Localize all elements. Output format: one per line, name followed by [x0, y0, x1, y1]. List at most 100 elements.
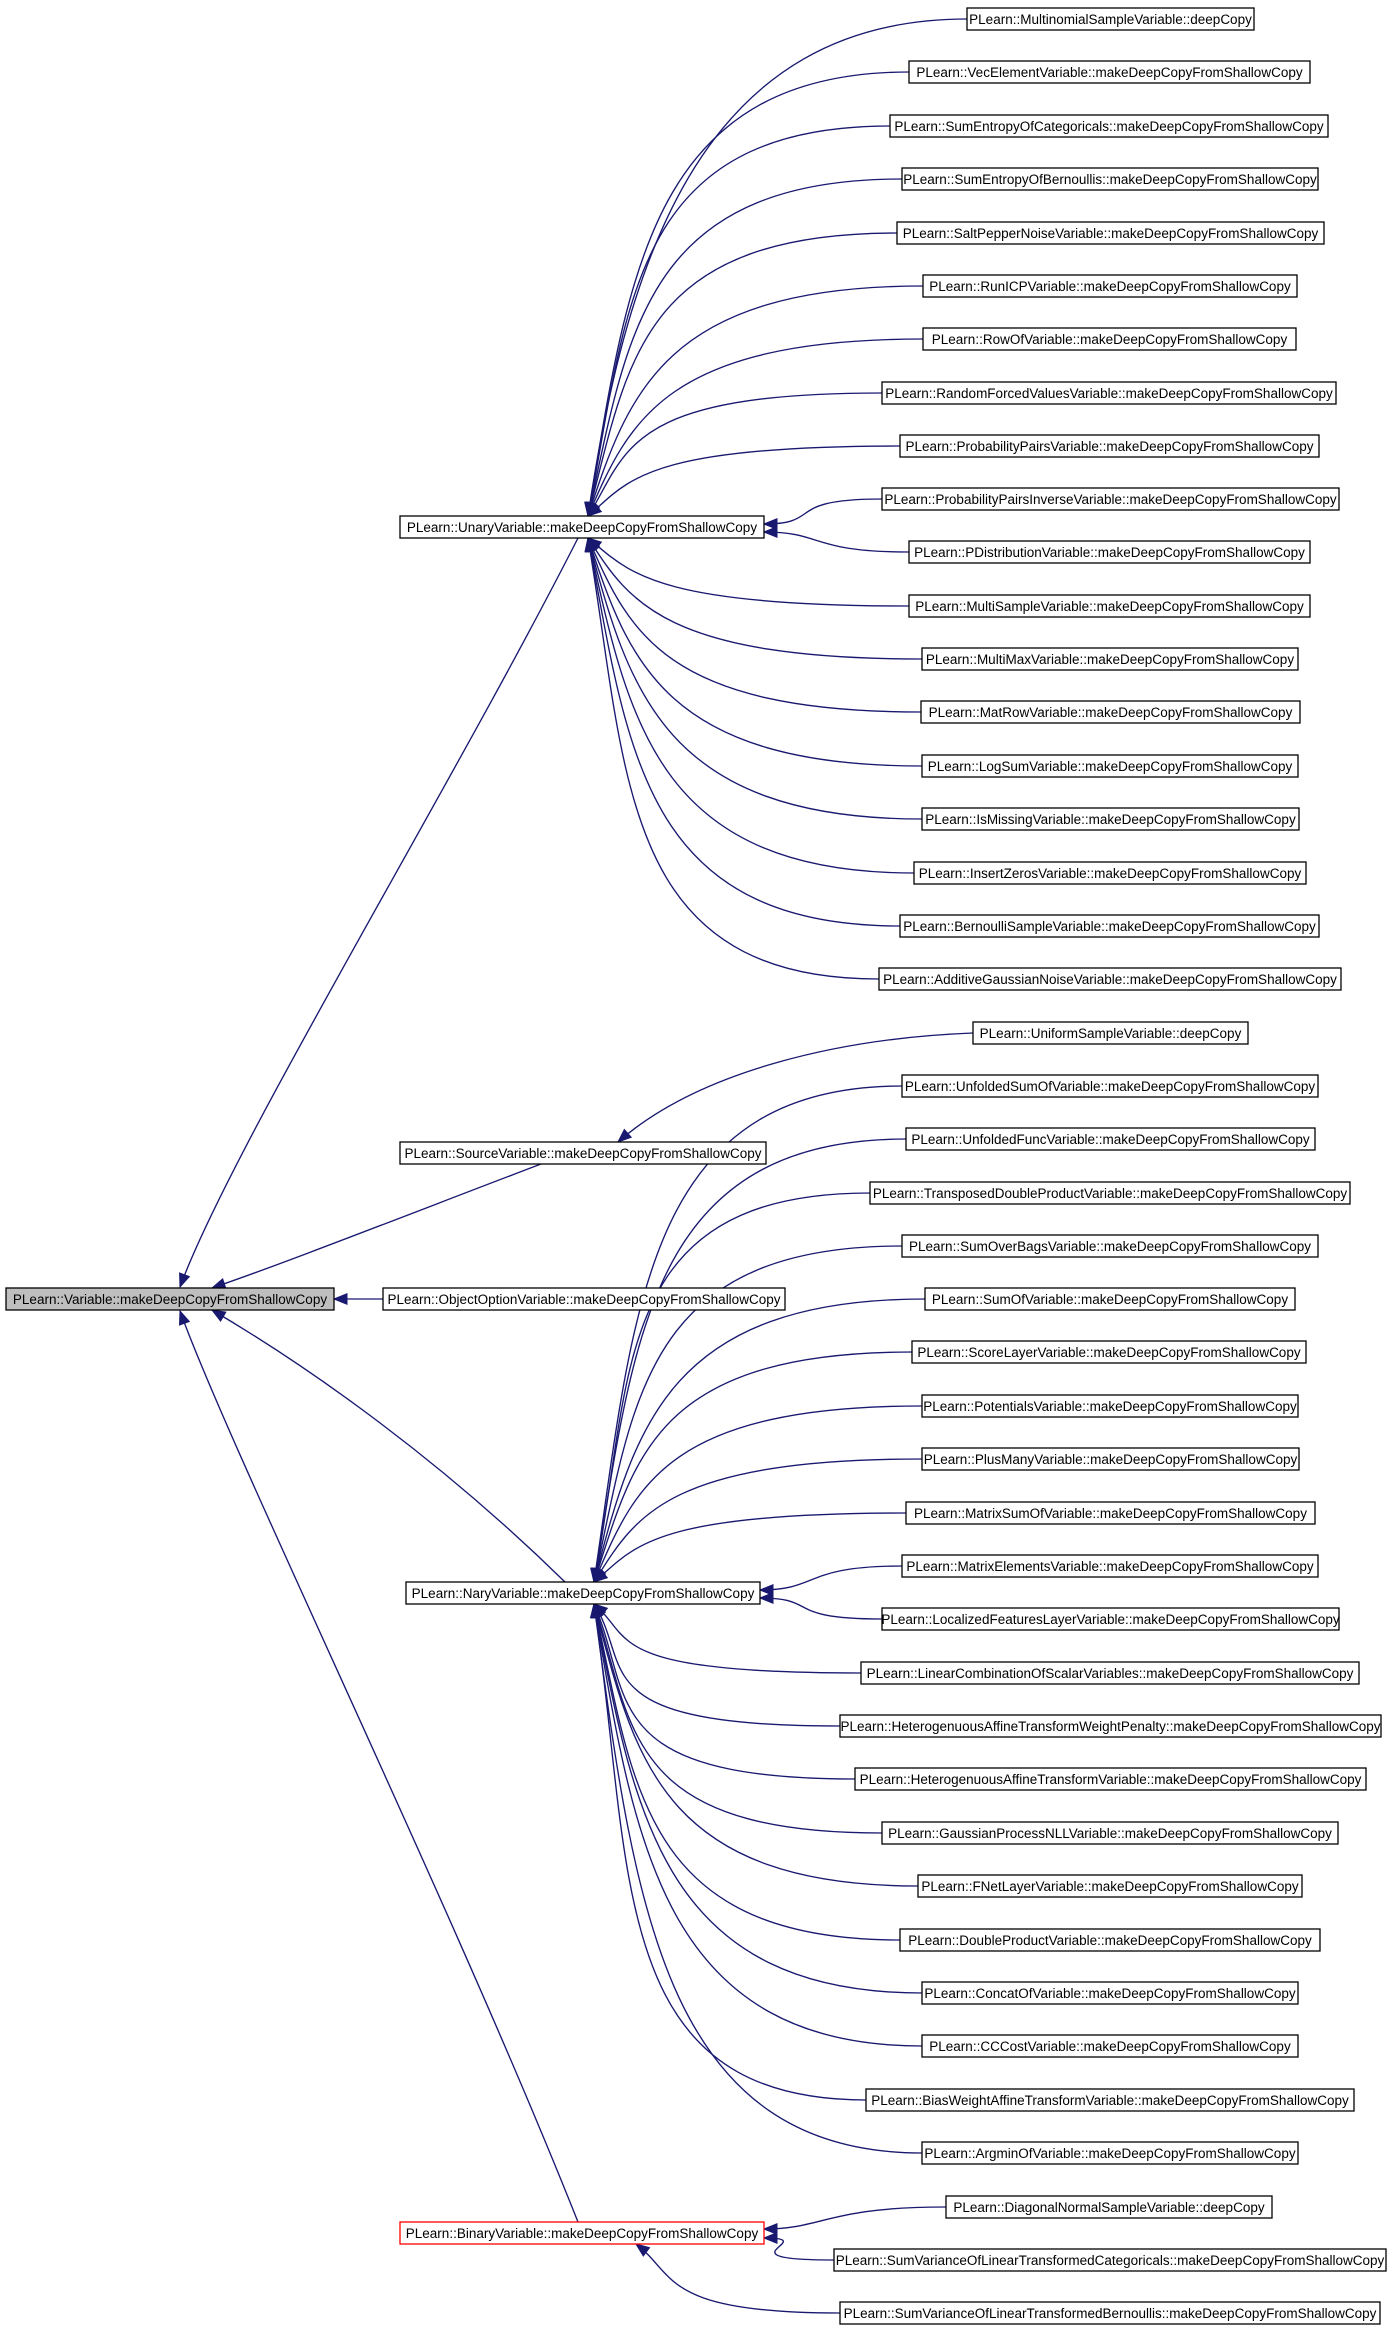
- graph-nodes: PLearn::Variable::makeDeepCopyFromShallo…: [5, 7, 1387, 2325]
- parent-node-nary[interactable]: PLearn::NaryVariable::makeDeepCopyFromSh…: [405, 1581, 761, 1605]
- child-node-bias-weight-affine-transform-variable-make-deep-copy-from-shallow-copy-label: PLearn::BiasWeightAffineTransformVariabl…: [871, 2093, 1349, 2108]
- parent-node-unary-label: PLearn::UnaryVariable::makeDeepCopyFromS…: [407, 520, 757, 535]
- child-node-insert-zeros-variable-make-deep-copy-from-shallow-copy-label: PLearn::InsertZerosVariable::makeDeepCop…: [919, 866, 1302, 881]
- child-node-concat-of-variable-make-deep-copy-from-shallow-copy[interactable]: PLearn::ConcatOfVariable::makeDeepCopyFr…: [921, 1981, 1299, 2005]
- child-node-unfolded-func-variable-make-deep-copy-from-shallow-copy-label: PLearn::UnfoldedFuncVariable::makeDeepCo…: [911, 1132, 1309, 1147]
- child-node-double-product-variable-make-deep-copy-from-shallow-copy[interactable]: PLearn::DoubleProductVariable::makeDeepC…: [899, 1928, 1321, 1952]
- parent-node-source[interactable]: PLearn::SourceVariable::makeDeepCopyFrom…: [399, 1141, 767, 1165]
- child-node-heterogenuous-affine-transform-variable-make-deep-copy-from-shallow-copy-label: PLearn::HeterogenuousAffineTransformVari…: [860, 1772, 1362, 1787]
- child-node-fnet-layer-variable-make-deep-copy-from-shallow-copy-label: PLearn::FNetLayerVariable::makeDeepCopyF…: [921, 1879, 1298, 1894]
- child-node-row-of-variable-make-deep-copy-from-shallow-copy[interactable]: PLearn::RowOfVariable::makeDeepCopyFromS…: [922, 327, 1297, 351]
- child-node-unfolded-sum-of-variable-make-deep-copy-from-shallow-copy[interactable]: PLearn::UnfoldedSumOfVariable::makeDeepC…: [901, 1074, 1319, 1098]
- child-node-transposed-double-product-variable-make-deep-copy-from-shallow-copy-label: PLearn::TransposedDoubleProductVariable:…: [873, 1186, 1347, 1201]
- child-node-bias-weight-affine-transform-variable-make-deep-copy-from-shallow-copy[interactable]: PLearn::BiasWeightAffineTransformVariabl…: [865, 2088, 1355, 2112]
- child-node-matrix-elements-variable-make-deep-copy-from-shallow-copy[interactable]: PLearn::MatrixElementsVariable::makeDeep…: [901, 1554, 1319, 1578]
- child-node-bernoulli-sample-variable-make-deep-copy-from-shallow-copy[interactable]: PLearn::BernoulliSampleVariable::makeDee…: [899, 914, 1320, 938]
- root-node-variable-label: PLearn::Variable::makeDeepCopyFromShallo…: [13, 1292, 327, 1307]
- child-node-potentials-variable-make-deep-copy-from-shallow-copy-label: PLearn::PotentialsVariable::makeDeepCopy…: [923, 1399, 1297, 1414]
- child-node-heterogenuous-affine-transform-variable-make-deep-copy-from-shallow-copy[interactable]: PLearn::HeterogenuousAffineTransformVari…: [854, 1767, 1367, 1791]
- parent-node-binary[interactable]: PLearn::BinaryVariable::makeDeepCopyFrom…: [399, 2221, 765, 2245]
- child-node-multi-max-variable-make-deep-copy-from-shallow-copy[interactable]: PLearn::MultiMaxVariable::makeDeepCopyFr…: [921, 647, 1299, 671]
- child-node-run-icpvariable-make-deep-copy-from-shallow-copy[interactable]: PLearn::RunICPVariable::makeDeepCopyFrom…: [922, 274, 1298, 298]
- edge-vec-element-variable-make-deep-copy-from-shallow-copy-to-unary: [584, 71, 910, 518]
- child-node-sum-over-bags-variable-make-deep-copy-from-shallow-copy[interactable]: PLearn::SumOverBagsVariable::makeDeepCop…: [901, 1234, 1319, 1258]
- child-node-localized-features-layer-variable-make-deep-copy-from-shallow-copy-label: PLearn::LocalizedFeaturesLayerVariable::…: [881, 1612, 1339, 1627]
- child-node-sum-of-variable-make-deep-copy-from-shallow-copy[interactable]: PLearn::SumOfVariable::makeDeepCopyFromS…: [924, 1287, 1296, 1311]
- child-node-probability-pairs-inverse-variable-make-deep-copy-from-shallow-copy-label: PLearn::ProbabilityPairsInverseVariable:…: [884, 492, 1336, 507]
- child-node-log-sum-variable-make-deep-copy-from-shallow-copy-label: PLearn::LogSumVariable::makeDeepCopyFrom…: [928, 759, 1293, 774]
- edge-plus-many-variable-make-deep-copy-from-shallow-copy-to-nary: [593, 1458, 923, 1584]
- edge-heterogenuous-affine-transform-variable-make-deep-copy-from-shallow-copy-to-nary: [593, 1602, 856, 1780]
- child-node-fnet-layer-variable-make-deep-copy-from-shallow-copy[interactable]: PLearn::FNetLayerVariable::makeDeepCopyF…: [917, 1874, 1303, 1898]
- child-node-probability-pairs-variable-make-deep-copy-from-shallow-copy-label: PLearn::ProbabilityPairsVariable::makeDe…: [906, 439, 1314, 454]
- edge-heterogenuous-affine-transform-weight-penalty-make-deep-copy-from-shallow-copy-to-nary: [593, 1602, 841, 1727]
- child-node-vec-element-variable-make-deep-copy-from-shallow-copy-label: PLearn::VecElementVariable::makeDeepCopy…: [916, 65, 1302, 80]
- edge-row-of-variable-make-deep-copy-from-shallow-copy-to-unary: [587, 338, 924, 518]
- child-node-plus-many-variable-make-deep-copy-from-shallow-copy[interactable]: PLearn::PlusManyVariable::makeDeepCopyFr…: [921, 1447, 1300, 1471]
- child-node-log-sum-variable-make-deep-copy-from-shallow-copy[interactable]: PLearn::LogSumVariable::makeDeepCopyFrom…: [921, 754, 1299, 778]
- child-node-insert-zeros-variable-make-deep-copy-from-shallow-copy[interactable]: PLearn::InsertZerosVariable::makeDeepCop…: [913, 861, 1307, 885]
- edge-run-icpvariable-make-deep-copy-from-shallow-copy-to-unary: [586, 285, 924, 518]
- child-node-score-layer-variable-make-deep-copy-from-shallow-copy[interactable]: PLearn::ScoreLayerVariable::makeDeepCopy…: [911, 1340, 1307, 1364]
- child-node-multi-sample-variable-make-deep-copy-from-shallow-copy-label: PLearn::MultiSampleVariable::makeDeepCop…: [915, 599, 1304, 614]
- edge-diagonal-normal-sample-variable-deep-copy-to-binary: [762, 2206, 947, 2235]
- edge-probability-pairs-inverse-variable-make-deep-copy-from-shallow-copy-to-unary: [762, 498, 883, 530]
- child-node-sum-variance-of-linear-transformed-categoricals-make-deep-copy-from-shallow-copy[interactable]: PLearn::SumVarianceOfLinearTransformedCa…: [833, 2248, 1387, 2272]
- edge-nary-to-root: [210, 1309, 566, 1583]
- child-node-transposed-double-product-variable-make-deep-copy-from-shallow-copy[interactable]: PLearn::TransposedDoubleProductVariable:…: [869, 1181, 1351, 1205]
- child-node-unfolded-func-variable-make-deep-copy-from-shallow-copy[interactable]: PLearn::UnfoldedFuncVariable::makeDeepCo…: [905, 1127, 1316, 1151]
- child-node-potentials-variable-make-deep-copy-from-shallow-copy[interactable]: PLearn::PotentialsVariable::makeDeepCopy…: [921, 1394, 1299, 1418]
- child-node-mat-row-variable-make-deep-copy-from-shallow-copy-label: PLearn::MatRowVariable::makeDeepCopyFrom…: [929, 705, 1293, 720]
- child-node-linear-combination-of-scalar-variables-make-deep-copy-from-shallow-copy[interactable]: PLearn::LinearCombinationOfScalarVariabl…: [860, 1661, 1360, 1685]
- child-node-pdistribution-variable-make-deep-copy-from-shallow-copy[interactable]: PLearn::PDistributionVariable::makeDeepC…: [908, 540, 1311, 564]
- parent-node-binary-label: PLearn::BinaryVariable::makeDeepCopyFrom…: [406, 2226, 759, 2241]
- parent-node-objopt[interactable]: PLearn::ObjectOptionVariable::makeDeepCo…: [382, 1287, 786, 1311]
- edge-insert-zeros-variable-make-deep-copy-from-shallow-copy-to-unary: [585, 536, 915, 874]
- edge-mat-row-variable-make-deep-copy-from-shallow-copy-to-unary: [587, 536, 922, 713]
- child-node-additive-gaussian-noise-variable-make-deep-copy-from-shallow-copy-label: PLearn::AdditiveGaussianNoiseVariable::m…: [883, 972, 1337, 987]
- edge-sum-entropy-of-categoricals-make-deep-copy-from-shallow-copy-to-unary: [584, 125, 891, 518]
- edge-log-sum-variable-make-deep-copy-from-shallow-copy-to-unary: [586, 536, 923, 767]
- edge-sum-of-variable-make-deep-copy-from-shallow-copy-to-nary: [591, 1298, 926, 1584]
- parent-node-source-label: PLearn::SourceVariable::makeDeepCopyFrom…: [405, 1146, 762, 1161]
- edge-probability-pairs-variable-make-deep-copy-from-shallow-copy-to-unary: [586, 445, 901, 517]
- child-node-sum-entropy-of-bernoullis-make-deep-copy-from-shallow-copy[interactable]: PLearn::SumEntropyOfBernoullis::makeDeep…: [901, 167, 1319, 191]
- child-node-multi-sample-variable-make-deep-copy-from-shallow-copy[interactable]: PLearn::MultiSampleVariable::makeDeepCop…: [908, 594, 1311, 618]
- child-node-probability-pairs-variable-make-deep-copy-from-shallow-copy[interactable]: PLearn::ProbabilityPairsVariable::makeDe…: [899, 434, 1320, 458]
- child-node-multi-max-variable-make-deep-copy-from-shallow-copy-label: PLearn::MultiMaxVariable::makeDeepCopyFr…: [926, 652, 1294, 667]
- child-node-additive-gaussian-noise-variable-make-deep-copy-from-shallow-copy[interactable]: PLearn::AdditiveGaussianNoiseVariable::m…: [878, 967, 1342, 991]
- child-node-sum-entropy-of-categoricals-make-deep-copy-from-shallow-copy[interactable]: PLearn::SumEntropyOfCategoricals::makeDe…: [889, 114, 1329, 138]
- child-node-linear-combination-of-scalar-variables-make-deep-copy-from-shallow-copy-label: PLearn::LinearCombinationOfScalarVariabl…: [867, 1666, 1354, 1681]
- child-node-probability-pairs-inverse-variable-make-deep-copy-from-shallow-copy[interactable]: PLearn::ProbabilityPairsInverseVariable:…: [881, 487, 1340, 511]
- edge-sum-variance-of-linear-transformed-bernoullis-make-deep-copy-from-shallow-copy-to-binary: [634, 2243, 841, 2314]
- child-node-heterogenuous-affine-transform-weight-penalty-make-deep-copy-from-shallow-copy[interactable]: PLearn::HeterogenuousAffineTransformWeig…: [839, 1714, 1382, 1738]
- child-node-diagonal-normal-sample-variable-deep-copy[interactable]: PLearn::DiagonalNormalSampleVariable::de…: [945, 2195, 1273, 2219]
- edge-unfolded-func-variable-make-deep-copy-from-shallow-copy-to-nary: [590, 1138, 907, 1584]
- child-node-is-missing-variable-make-deep-copy-from-shallow-copy[interactable]: PLearn::IsMissingVariable::makeDeepCopyF…: [921, 807, 1300, 831]
- child-node-localized-features-layer-variable-make-deep-copy-from-shallow-copy[interactable]: PLearn::LocalizedFeaturesLayerVariable::…: [881, 1607, 1340, 1631]
- child-node-multinomial-sample-variable-deep-copy[interactable]: PLearn::MultinomialSampleVariable::deepC…: [966, 7, 1255, 31]
- parent-node-unary[interactable]: PLearn::UnaryVariable::makeDeepCopyFromS…: [399, 515, 765, 539]
- child-node-matrix-sum-of-variable-make-deep-copy-from-shallow-copy[interactable]: PLearn::MatrixSumOfVariable::makeDeepCop…: [905, 1501, 1316, 1525]
- child-node-argmin-of-variable-make-deep-copy-from-shallow-copy[interactable]: PLearn::ArgminOfVariable::makeDeepCopyFr…: [921, 2141, 1299, 2165]
- root-node-variable[interactable]: PLearn::Variable::makeDeepCopyFromShallo…: [5, 1287, 335, 1311]
- child-node-salt-pepper-noise-variable-make-deep-copy-from-shallow-copy[interactable]: PLearn::SaltPepperNoiseVariable::makeDee…: [896, 221, 1325, 245]
- edge-multi-max-variable-make-deep-copy-from-shallow-copy-to-unary: [587, 536, 923, 660]
- child-node-sum-of-variable-make-deep-copy-from-shallow-copy-label: PLearn::SumOfVariable::makeDeepCopyFromS…: [932, 1292, 1288, 1307]
- child-node-mat-row-variable-make-deep-copy-from-shallow-copy[interactable]: PLearn::MatRowVariable::makeDeepCopyFrom…: [920, 700, 1301, 724]
- parent-node-objopt-label: PLearn::ObjectOptionVariable::makeDeepCo…: [388, 1292, 781, 1307]
- edge-matrix-elements-variable-make-deep-copy-from-shallow-copy-to-nary: [758, 1565, 903, 1596]
- child-node-gaussian-process-nllvariable-make-deep-copy-from-shallow-copy[interactable]: PLearn::GaussianProcessNLLVariable::make…: [881, 1821, 1339, 1845]
- edge-argmin-of-variable-make-deep-copy-from-shallow-copy-to-nary: [589, 1602, 923, 2154]
- child-node-matrix-elements-variable-make-deep-copy-from-shallow-copy-label: PLearn::MatrixElementsVariable::makeDeep…: [906, 1559, 1313, 1574]
- edge-localized-features-layer-variable-make-deep-copy-from-shallow-copy-to-nary: [758, 1592, 883, 1620]
- child-node-cccost-variable-make-deep-copy-from-shallow-copy[interactable]: PLearn::CCCostVariable::makeDeepCopyFrom…: [921, 2034, 1299, 2058]
- edge-sum-entropy-of-bernoullis-make-deep-copy-from-shallow-copy-to-unary: [585, 178, 903, 518]
- child-node-double-product-variable-make-deep-copy-from-shallow-copy-label: PLearn::DoubleProductVariable::makeDeepC…: [908, 1933, 1312, 1948]
- child-node-sum-variance-of-linear-transformed-bernoullis-make-deep-copy-from-shallow-copy[interactable]: PLearn::SumVarianceOfLinearTransformedBe…: [839, 2301, 1381, 2325]
- child-node-random-forced-values-variable-make-deep-copy-from-shallow-copy[interactable]: PLearn::RandomForcedValuesVariable::make…: [881, 381, 1337, 405]
- edge-bernoulli-sample-variable-make-deep-copy-from-shallow-copy-to-unary: [584, 536, 901, 927]
- child-node-cccost-variable-make-deep-copy-from-shallow-copy-label: PLearn::CCCostVariable::makeDeepCopyFrom…: [929, 2039, 1291, 2054]
- child-node-vec-element-variable-make-deep-copy-from-shallow-copy[interactable]: PLearn::VecElementVariable::makeDeepCopy…: [908, 60, 1311, 84]
- child-node-uniform-sample-variable-deep-copy[interactable]: PLearn::UniformSampleVariable::deepCopy: [972, 1021, 1249, 1045]
